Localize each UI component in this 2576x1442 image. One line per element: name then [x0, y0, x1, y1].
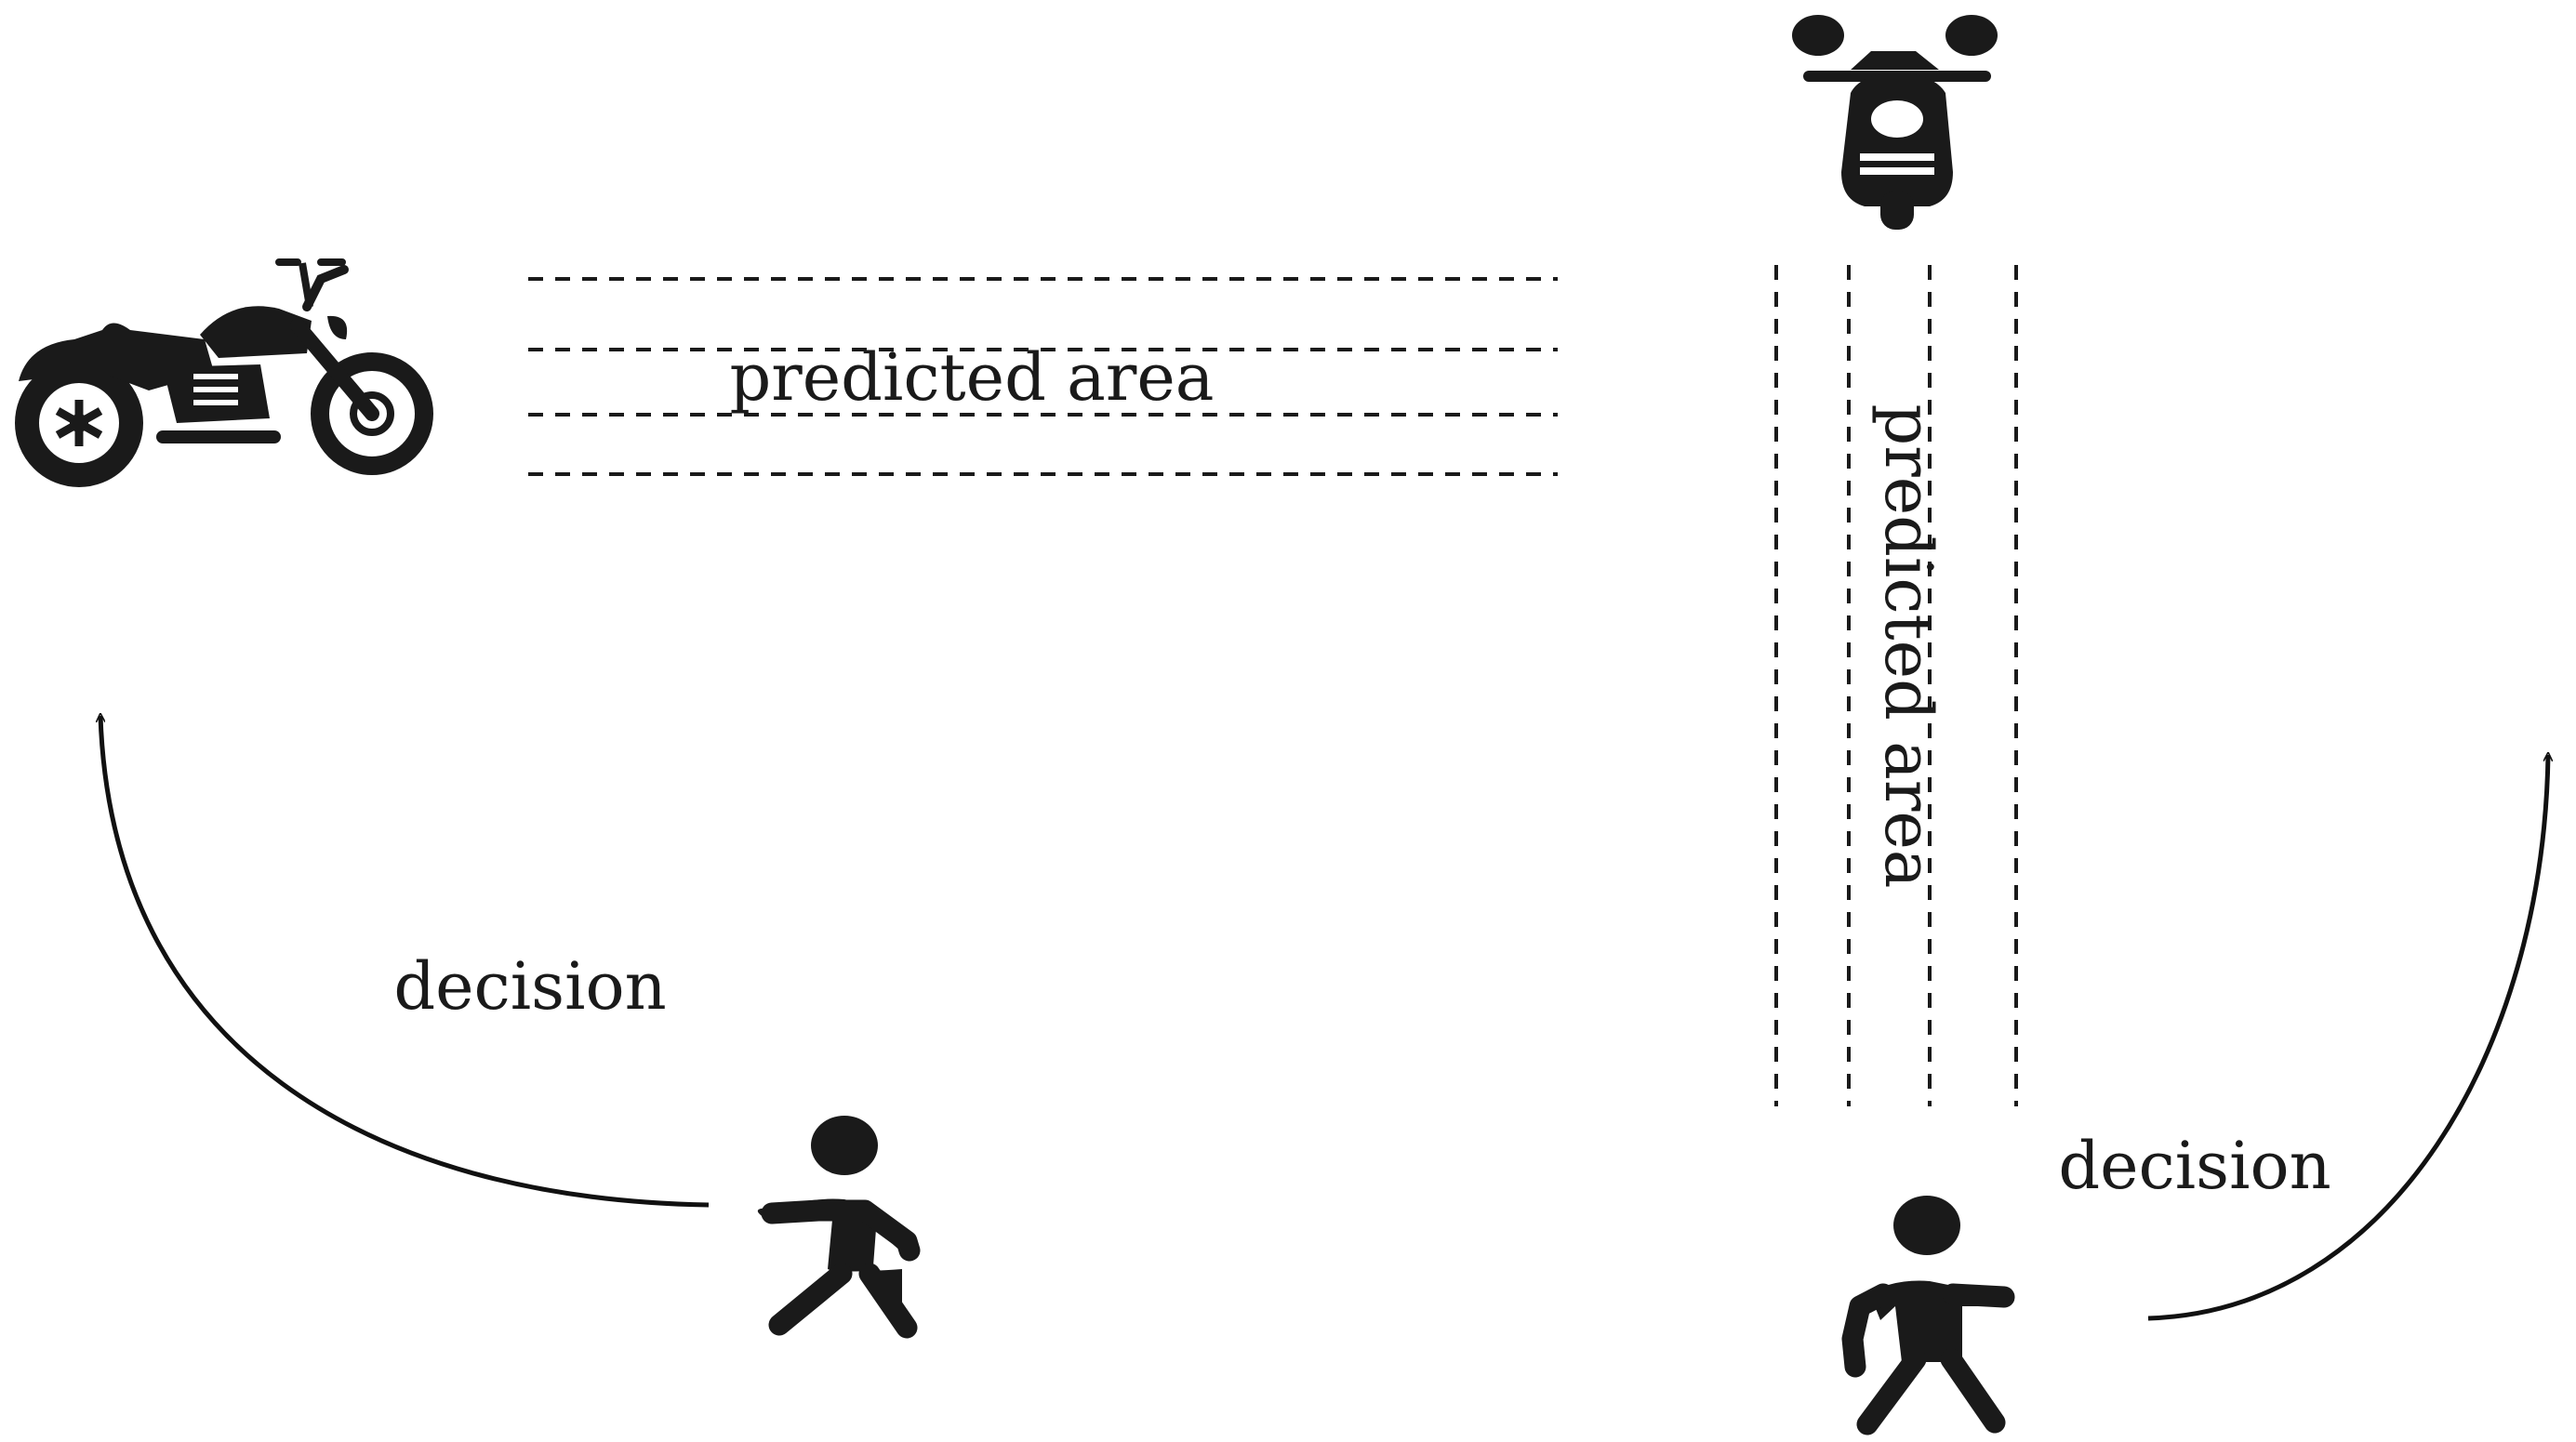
predicted-area-label-horizontal: predicted area	[729, 339, 1214, 416]
motorcycle-side-icon	[15, 258, 433, 487]
decision-arrow-right	[2147, 755, 2548, 1321]
predicted-area-horizontal	[528, 277, 1558, 476]
walking-person-icon	[1841, 1196, 2015, 1435]
decision-label-left: decision	[393, 948, 666, 1025]
predicted-area-vertical	[1774, 265, 2018, 1106]
predicted-area-label-vertical: predicted area	[1870, 403, 1946, 888]
scooter-front-icon	[1792, 15, 1998, 230]
walking-person-icon	[757, 1116, 921, 1339]
decision-arrow-left	[100, 716, 710, 1208]
decision-label-right: decision	[2058, 1128, 2330, 1204]
